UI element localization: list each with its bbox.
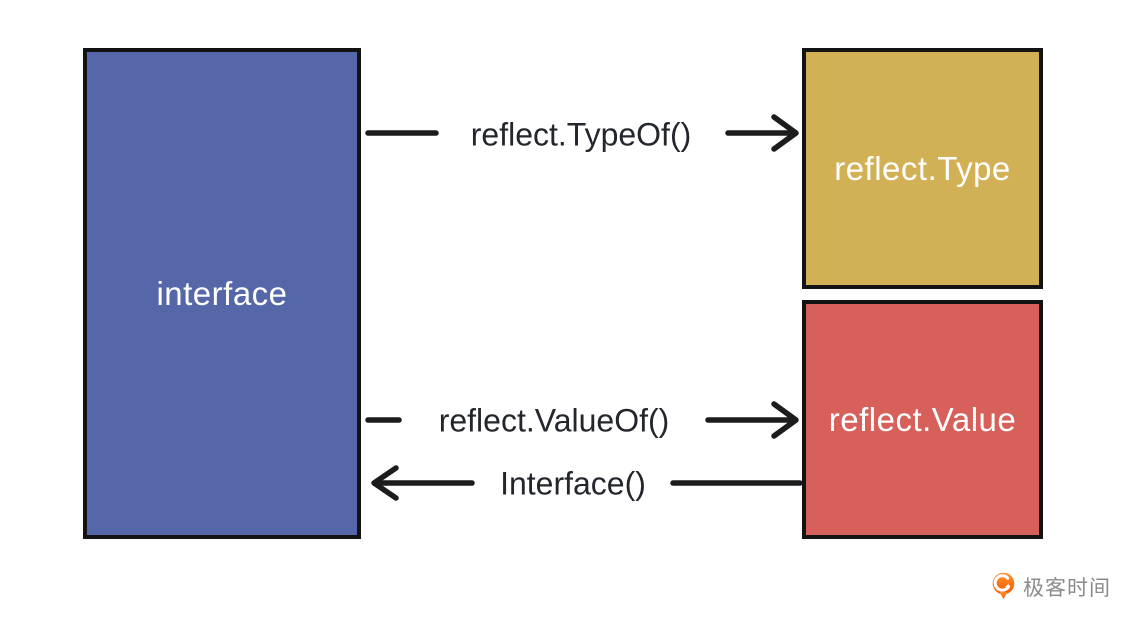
- node-reflect-type: reflect.Type: [802, 48, 1043, 289]
- node-reflect-value: reflect.Value: [802, 300, 1043, 539]
- edge-label-interface: Interface(): [500, 465, 646, 502]
- node-interface-label: interface: [156, 274, 288, 312]
- geektime-logo-icon: [992, 572, 1015, 599]
- edge-label-typeof: reflect.TypeOf(): [470, 116, 692, 153]
- node-interface: interface: [83, 48, 361, 539]
- geektime-logo: 极客时间: [991, 572, 1111, 602]
- geektime-logo-text: 极客时间: [1023, 577, 1111, 600]
- edge-label-valueof: reflect.ValueOf(): [438, 402, 670, 439]
- node-reflect-value-label: reflect.Value: [828, 400, 1017, 438]
- node-reflect-type-label: reflect.Type: [834, 149, 1011, 187]
